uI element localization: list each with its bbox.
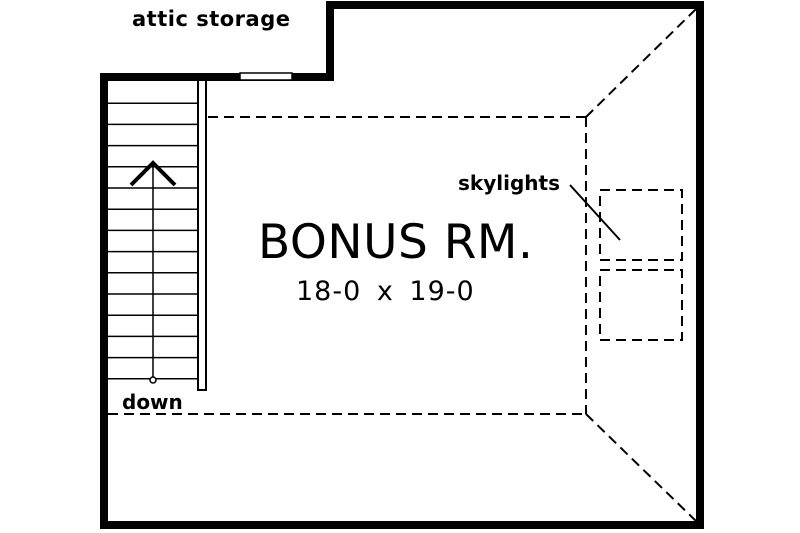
- knee-wall-lines: [108, 8, 697, 522]
- skylights-leader-line: [569, 184, 621, 241]
- exterior-wall: [100, 1, 704, 529]
- stair-rail: [197, 79, 207, 391]
- stair-start-dot: [149, 376, 157, 384]
- stair-direction-arrowhead: [129, 160, 177, 187]
- skylights-label: skylights: [458, 171, 560, 195]
- skylight-upper: [599, 189, 683, 261]
- skylight-lower: [599, 269, 683, 341]
- attic-storage-label: attic storage: [132, 7, 291, 31]
- stair-down-label: down: [122, 390, 183, 414]
- attic-access-opening: [239, 72, 293, 81]
- room-dimensions-label: 18-0 x 19-0: [296, 276, 475, 307]
- room-name-label: BONUS RM.: [258, 215, 534, 270]
